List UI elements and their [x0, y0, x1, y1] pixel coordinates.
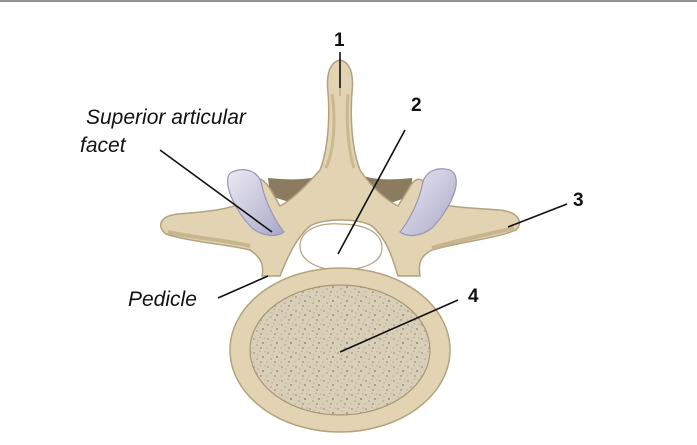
- leader-superior-facet: [159, 149, 273, 233]
- leader-4: [339, 299, 459, 353]
- label-2: 2: [411, 95, 422, 116]
- label-3: 3: [573, 190, 584, 211]
- leader-3: [507, 203, 568, 228]
- label-1: 1: [334, 30, 345, 51]
- leader-pedicle: [217, 275, 269, 299]
- label-superior-articular-line2: facet: [80, 134, 127, 157]
- right-transverse-shade: [431, 226, 515, 250]
- vertebral-body-cancellous: [249, 284, 431, 416]
- label-4: 4: [468, 286, 479, 307]
- left-transverse-shade: [167, 230, 251, 248]
- label-superior-articular-line1: Superior articular: [86, 106, 247, 129]
- spinous-process-shade: [324, 93, 336, 169]
- right-superior-articular-facet: [399, 168, 457, 237]
- spinous-process-shade-r: [345, 93, 356, 169]
- leader-2: [337, 129, 406, 255]
- leader-lines: [159, 52, 568, 353]
- label-pedicle: Pedicle: [128, 288, 197, 311]
- left-superior-articular-facet: [227, 169, 285, 237]
